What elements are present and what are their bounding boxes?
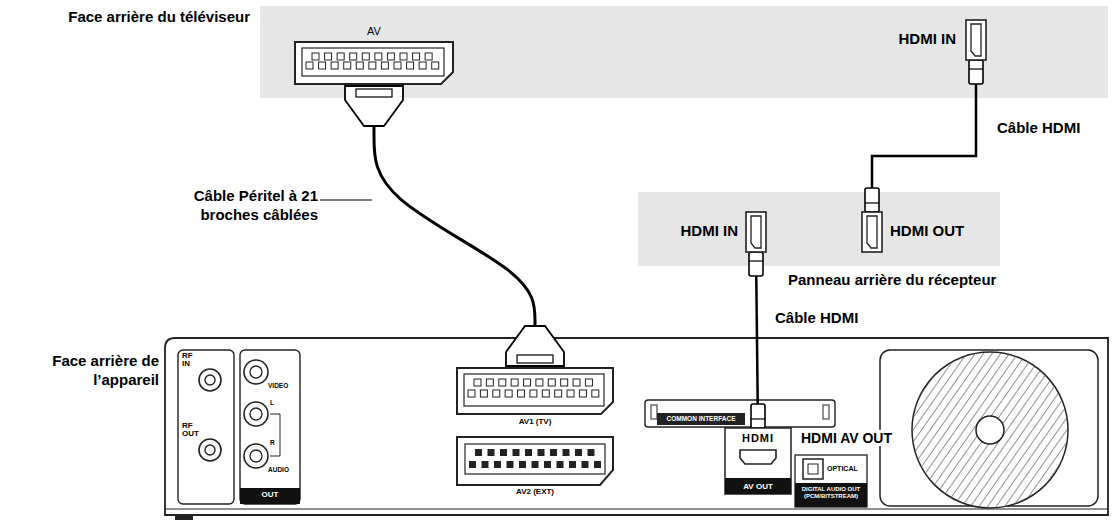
rf-out-jack	[205, 445, 215, 455]
rf-panel	[178, 350, 234, 504]
video-jack	[250, 366, 262, 378]
av2-scart	[457, 437, 613, 485]
audio-r-jack	[250, 450, 262, 462]
scart-plug	[517, 355, 553, 363]
cable	[749, 252, 765, 428]
optical-bar	[795, 483, 867, 507]
scart-plug	[345, 86, 403, 126]
audio-r-jack	[244, 444, 268, 468]
audio-bracket	[270, 414, 280, 456]
receiver-panel-ground	[638, 192, 1000, 266]
port-label: HDMI IN	[899, 30, 957, 47]
port-label: HDMI IN	[681, 222, 739, 239]
hdmi-port: HDMI IN	[966, 20, 986, 60]
part-label: COMMON INTERFACE	[657, 415, 745, 422]
part-label: RF OUT	[182, 422, 196, 439]
device-base	[165, 508, 1108, 509]
scart-plug	[506, 326, 564, 366]
hdmi-cable	[872, 60, 976, 212]
part-label: L	[270, 399, 274, 406]
optical-panel	[795, 455, 867, 507]
hdmi-port-icon	[862, 212, 882, 252]
part-label: AUDIO	[268, 466, 289, 473]
receiver-rear-panel: HDMI INHDMI OUTPanneau arrière du récept…	[638, 192, 1000, 266]
device-foot	[175, 515, 193, 520]
cable	[345, 86, 564, 366]
logo-text: HDMI	[725, 432, 791, 444]
scart-socket-icon	[293, 40, 455, 86]
port-label: HDMI OUT	[890, 222, 964, 239]
scart-socket: AV1 (TV)	[455, 366, 615, 416]
part-label: RF IN	[182, 352, 196, 369]
hdmi-port: HDMI OUT	[862, 212, 882, 252]
cable-label: Câble HDMI	[994, 118, 1083, 137]
hdmi-port-icon	[966, 20, 986, 60]
hdmi-output: HDMIAV OUTHDMI AV OUT	[725, 428, 791, 494]
part-label: OUT	[240, 490, 300, 499]
part-label: DIGITAL AUDIO OUT (PCM/BITSTREAM)	[797, 486, 865, 499]
hdmi-port-icon	[746, 212, 766, 252]
hdmi-plug	[749, 252, 763, 276]
scart-cable	[374, 86, 535, 366]
rf-in-jack	[205, 375, 215, 385]
optical-jack	[808, 464, 818, 474]
tv-rear-panel: AVHDMI INFace arrière du téléviseur	[260, 6, 1108, 98]
cable-label: Câble Péritel à 21 broches câblées	[135, 186, 321, 226]
panel-heading: Face arrière de l’appareil	[29, 352, 159, 390]
hdmi-plug	[749, 260, 763, 261]
rf-out-jack	[199, 439, 221, 461]
leader-line	[320, 199, 372, 200]
common-interface-bar	[657, 413, 745, 425]
slot-tab	[823, 405, 829, 419]
hdmi-plug	[969, 60, 983, 84]
hdmi-plug	[865, 202, 879, 203]
port-label: AV1 (TV)	[510, 418, 560, 427]
part-label: VIDEO	[268, 382, 288, 389]
hdmi-plug	[751, 418, 765, 419]
scart-socket: AV	[293, 40, 455, 86]
hdmi-port: HDMI IN	[746, 212, 766, 252]
port-label: AV	[293, 25, 455, 37]
out-panel	[240, 350, 300, 504]
cable	[865, 60, 983, 212]
panel-heading: Panneau arrière du récepteur	[788, 271, 996, 288]
part-label: OPTICAL	[827, 465, 858, 472]
fan-grille	[900, 340, 1080, 520]
part-label: AV2 (EXT)	[510, 488, 560, 497]
cable-label: Câble HDMI	[772, 308, 861, 327]
scart-socket-icon	[455, 366, 615, 416]
tv-panel-ground	[260, 6, 1108, 98]
port-label: AV OUT	[725, 482, 791, 491]
device-rear-panel: AV1 (TV)HDMIAV OUTHDMI AV OUTFace arrièr…	[165, 338, 1108, 515]
audio-l-jack	[250, 408, 262, 420]
fan-hub	[976, 416, 1004, 444]
video-jack	[244, 360, 268, 384]
part-label: R	[270, 439, 275, 446]
callout-label: HDMI AV OUT	[799, 430, 894, 446]
panel-heading: Face arrière du téléviseur	[68, 8, 250, 25]
slot-tab	[651, 405, 657, 419]
out-bar	[240, 488, 300, 504]
scart-plug	[356, 89, 392, 97]
hdmi-cable	[756, 252, 758, 428]
audio-l-jack	[244, 402, 268, 426]
hdmi-plug	[751, 404, 765, 428]
common-interface-slot	[645, 400, 835, 427]
rf-in-jack	[199, 369, 221, 391]
hdmi-plug	[865, 188, 879, 212]
hdmi-plug	[969, 68, 983, 69]
optical-jack	[803, 459, 823, 479]
